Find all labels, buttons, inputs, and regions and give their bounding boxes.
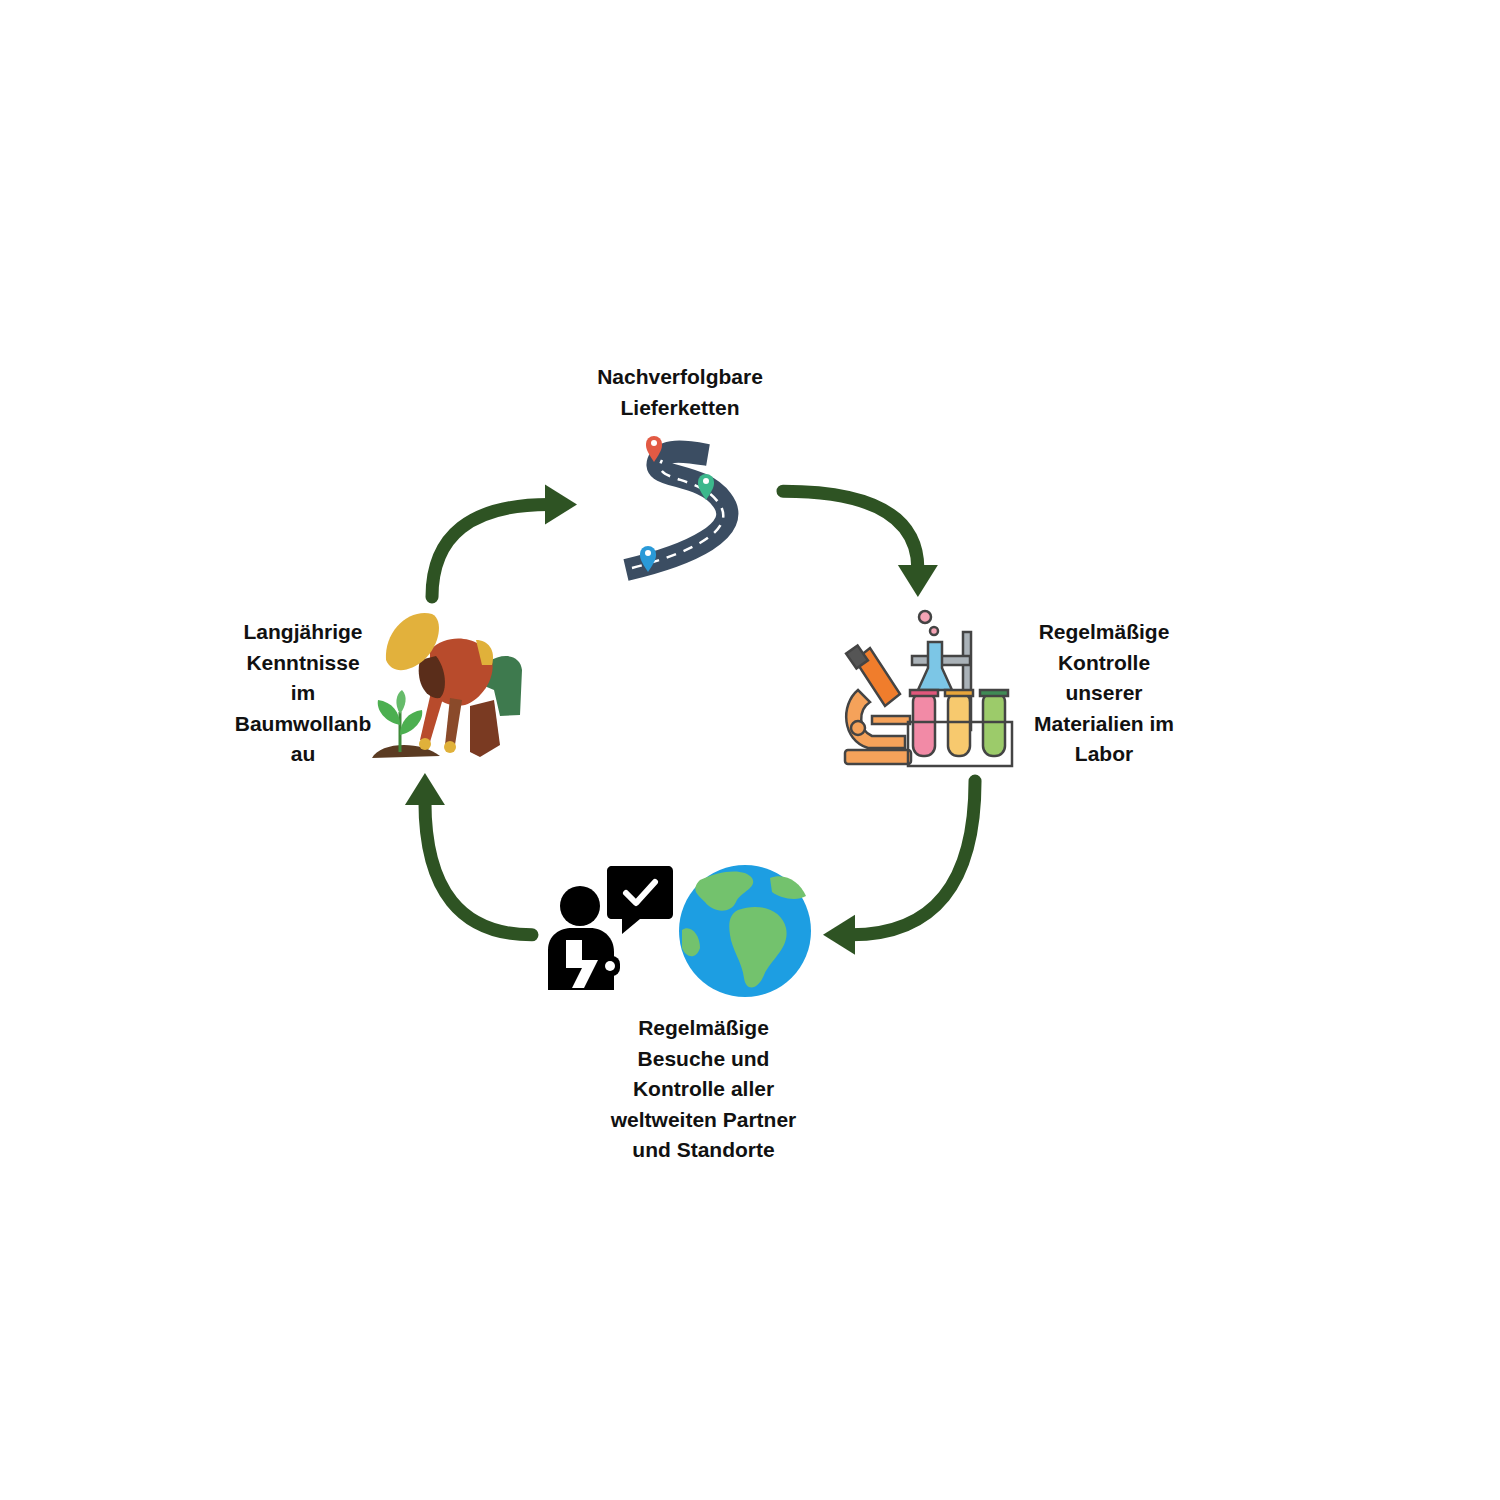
person-detail (566, 940, 598, 988)
farmer-icon (372, 613, 522, 758)
arrow-head (545, 485, 577, 525)
tube-cap (980, 690, 1008, 696)
pin-dot (703, 478, 709, 484)
icon-node: Regelmäßige Besuche und Kontrolle aller … (540, 860, 815, 1200)
globe-icon (679, 865, 811, 997)
check-mark (626, 882, 655, 903)
icon-node: Nachverfolgbare Lieferketten (585, 358, 775, 580)
pin-green (698, 474, 714, 500)
node-label: Regelmäßige Kontrolle unserer Materialie… (1018, 617, 1190, 770)
arrow-head (823, 915, 855, 955)
pin-dot (645, 550, 651, 556)
pin-blue (640, 546, 656, 572)
person-hand (600, 956, 620, 976)
node-label: Regelmäßige Besuche und Kontrolle aller … (606, 1013, 801, 1166)
bubble (919, 611, 931, 623)
farmer-hat (386, 613, 439, 670)
road-dashes (632, 460, 723, 568)
road-icon (626, 436, 727, 572)
lab-icon (845, 611, 1012, 766)
cycle-arrow (783, 491, 938, 597)
globe-ocean (679, 865, 811, 997)
arrow-shaft (432, 505, 549, 597)
arrow-shaft (783, 491, 918, 569)
arrow-head (405, 773, 445, 805)
globe-land (695, 871, 753, 910)
globe-land (729, 907, 786, 988)
globe-land (682, 928, 700, 956)
cycle-arrow (823, 781, 975, 955)
microscope-eyepiece (846, 646, 868, 669)
farmer-arm (445, 698, 462, 745)
arrow-shaft (851, 781, 975, 935)
farmer-vest (476, 640, 493, 665)
inspector-icon (548, 866, 673, 990)
farmer-hair (419, 656, 445, 698)
person-head (560, 886, 600, 926)
globe-land (770, 876, 806, 899)
tube-cap (910, 690, 938, 696)
microscope-base (845, 750, 911, 764)
microscope-stage (872, 716, 910, 724)
cycle-arrow (405, 773, 532, 935)
farmer-glove (444, 741, 456, 753)
microscope-knob (851, 721, 865, 735)
test-tube-green (983, 692, 1005, 756)
tube-rack (908, 722, 1012, 766)
test-tube-pink (913, 692, 935, 756)
pin-red (646, 436, 662, 462)
icon-node: Regelmäßige Kontrolle unserer Materialie… (838, 605, 1193, 773)
hand-detail (605, 961, 615, 971)
cycle-arrow (432, 485, 577, 597)
farmer-glove (419, 738, 431, 750)
icon-node: Langjährige Kenntnisse im Baumwollanbau (232, 605, 527, 765)
node-label: Langjährige Kenntnisse im Baumwollanbau (232, 617, 374, 770)
arrow-shaft (425, 801, 532, 935)
speech-bubble (607, 866, 673, 934)
plant-leaf (396, 690, 405, 714)
bubble (930, 627, 938, 635)
plant-leaf (400, 710, 422, 735)
tube-cap (945, 690, 973, 696)
arrow-head (898, 565, 938, 597)
farmer-boot (470, 700, 500, 757)
flask (918, 642, 952, 690)
test-tube-yellow (948, 692, 970, 756)
pin-dot (651, 440, 657, 446)
node-label: Nachverfolgbare Lieferketten (585, 362, 775, 423)
